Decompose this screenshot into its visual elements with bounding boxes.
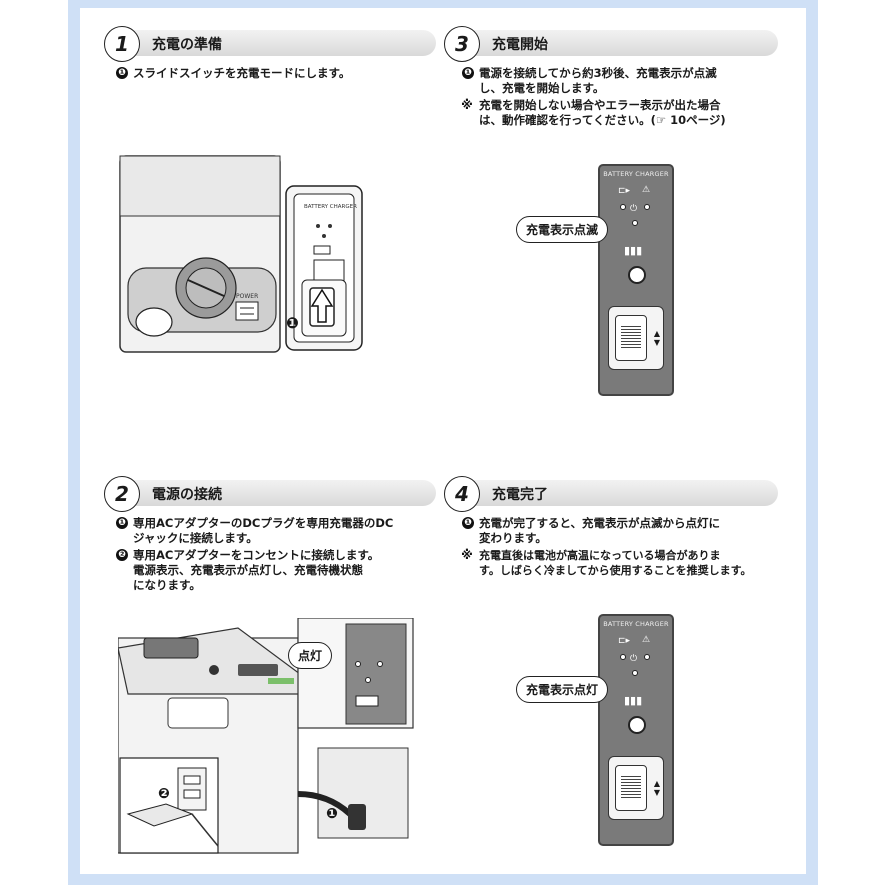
callout-marker-2: ❷ xyxy=(158,786,170,802)
slide-switch-area: ▲▼ xyxy=(608,756,664,820)
panel-label: BATTERY CHARGER xyxy=(603,170,669,178)
section-3-header: 3 充電開始 xyxy=(444,26,778,62)
dc-jack[interactable] xyxy=(628,716,646,734)
slide-switch[interactable] xyxy=(615,765,647,811)
warning-icon: ⚠ xyxy=(642,185,651,195)
step-item: ❶ 電源を接続してから約3秒後、充電表示が点滅 し、充電を開始します。 xyxy=(462,66,782,96)
step-number: 3 xyxy=(444,26,480,62)
section-2: 2 電源の接続 ❶ 専用ACアダプターのDCプラグを専用充電器のDC ジャックに… xyxy=(104,476,438,870)
step-text: 電源を接続してから約3秒後、充電表示が点滅 し、充電を開始します。 xyxy=(479,66,717,95)
section-2-header: 2 電源の接続 xyxy=(104,476,436,512)
power-icon: ⏻ xyxy=(630,654,638,664)
section-title: 充電の準備 xyxy=(152,37,222,53)
step-text: スライドスイッチを充電モードにします。 xyxy=(133,66,351,80)
charger-panel: BATTERY CHARGER ⊏▸ ⚠ ⏻ ▮▮▮ ▲▼ xyxy=(598,614,674,846)
blink-bubble: 充電表示点滅 xyxy=(516,216,609,243)
dc-jack-icon: ▮▮▮ xyxy=(624,244,643,257)
panel-text: BATTERY CHARGER xyxy=(304,204,357,210)
warning-icon: ⚠ xyxy=(642,635,651,645)
section-title: 充電開始 xyxy=(492,37,548,53)
section-3: 3 充電開始 ❶ 電源を接続してから約3秒後、充電表示が点滅 し、充電を開始しま… xyxy=(444,26,783,450)
step-text: 充電直後は電池が高温になっている場合がありま す。しばらく冷ましてから使用するこ… xyxy=(479,549,752,577)
step-item: ❷ 専用ACアダプターをコンセントに接続します。 電源表示、充電表示が点灯し、充… xyxy=(116,548,438,593)
step-note: ※ 充電を開始しない場合やエラー表示が出た場合 は、動作確認を行ってください。(… xyxy=(460,98,782,128)
charge-led xyxy=(620,654,626,660)
step-number: 2 xyxy=(104,476,140,512)
section-4: 4 充電完了 ❶ 充電が完了すると、充電表示が点滅から点灯に 変わります。 ※ … xyxy=(444,476,783,870)
switch-arrows-icon: ▲▼ xyxy=(653,329,660,347)
charger-panel: BATTERY CHARGER ⊏▸ ⚠ ⏻ ▮▮▮ ▲▼ xyxy=(598,164,674,396)
step-marker: ❶ xyxy=(462,67,474,79)
note-marker: ※ xyxy=(461,548,473,562)
section-4-header: 4 充電完了 xyxy=(444,476,778,512)
dc-jack[interactable] xyxy=(628,266,646,284)
section-title: 電源の接続 xyxy=(152,487,222,503)
step-number: 1 xyxy=(104,26,140,62)
step-item: ❶ 充電が完了すると、充電表示が点滅から点灯に 変わります。 xyxy=(462,516,782,546)
slide-switch[interactable] xyxy=(615,315,647,361)
step-text: 専用ACアダプターのDCプラグを専用充電器のDC ジャックに接続します。 xyxy=(133,516,394,545)
note-marker: ※ xyxy=(461,98,473,112)
error-led xyxy=(644,204,650,210)
section-1: 1 充電の準備 ❶ スライドスイッチを充電モードにします。 POWER BATT… xyxy=(104,26,438,450)
step-marker: ❶ xyxy=(116,517,128,529)
panel-label: BATTERY CHARGER xyxy=(603,620,669,628)
step-number: 4 xyxy=(444,476,480,512)
power-label: POWER xyxy=(236,293,258,300)
step-text: 充電を開始しない場合やエラー表示が出た場合 は、動作確認を行ってください。(☞ … xyxy=(479,98,726,127)
error-led xyxy=(644,654,650,660)
charge-led xyxy=(620,204,626,210)
charger-device-image: POWER BATTERY CHARGER xyxy=(119,155,363,353)
callout-marker: ❶ xyxy=(286,314,299,332)
section-title: 充電完了 xyxy=(492,487,548,503)
slide-switch-area: ▲▼ xyxy=(608,306,664,370)
switch-arrows-icon: ▲▼ xyxy=(653,779,660,797)
lit-bubble: 充電表示点灯 xyxy=(516,676,609,703)
step-marker: ❶ xyxy=(116,67,128,79)
step-marker: ❷ xyxy=(116,549,128,561)
step-item: ❶ スライドスイッチを充電モードにします。 xyxy=(116,66,436,81)
power-led xyxy=(632,220,638,226)
step-marker: ❶ xyxy=(462,517,474,529)
charger-illustration: POWER BATTERY CHARGER ❶ xyxy=(118,150,368,360)
step-note: ※ 充電直後は電池が高温になっている場合がありま す。しばらく冷ましてから使用す… xyxy=(460,548,782,578)
connection-image xyxy=(117,617,414,854)
connection-illustration: 点灯 ❶ ❷ xyxy=(117,617,428,858)
step-text: 専用ACアダプターをコンセントに接続します。 電源表示、充電表示が点灯し、充電待… xyxy=(133,548,380,592)
dc-jack-icon: ▮▮▮ xyxy=(624,694,643,707)
battery-icon: ⊏▸ xyxy=(618,636,631,646)
step-item: ❶ 専用ACアダプターのDCプラグを専用充電器のDC ジャックに接続します。 xyxy=(116,516,438,546)
callout-marker-1: ❶ xyxy=(326,806,338,822)
step-text: 充電が完了すると、充電表示が点滅から点灯に 変わります。 xyxy=(479,516,721,545)
power-led xyxy=(632,670,638,676)
lit-bubble: 点灯 xyxy=(288,642,333,669)
battery-icon: ⊏▸ xyxy=(618,186,631,196)
section-1-header: 1 充電の準備 xyxy=(104,26,436,62)
power-icon: ⏻ xyxy=(630,204,638,214)
